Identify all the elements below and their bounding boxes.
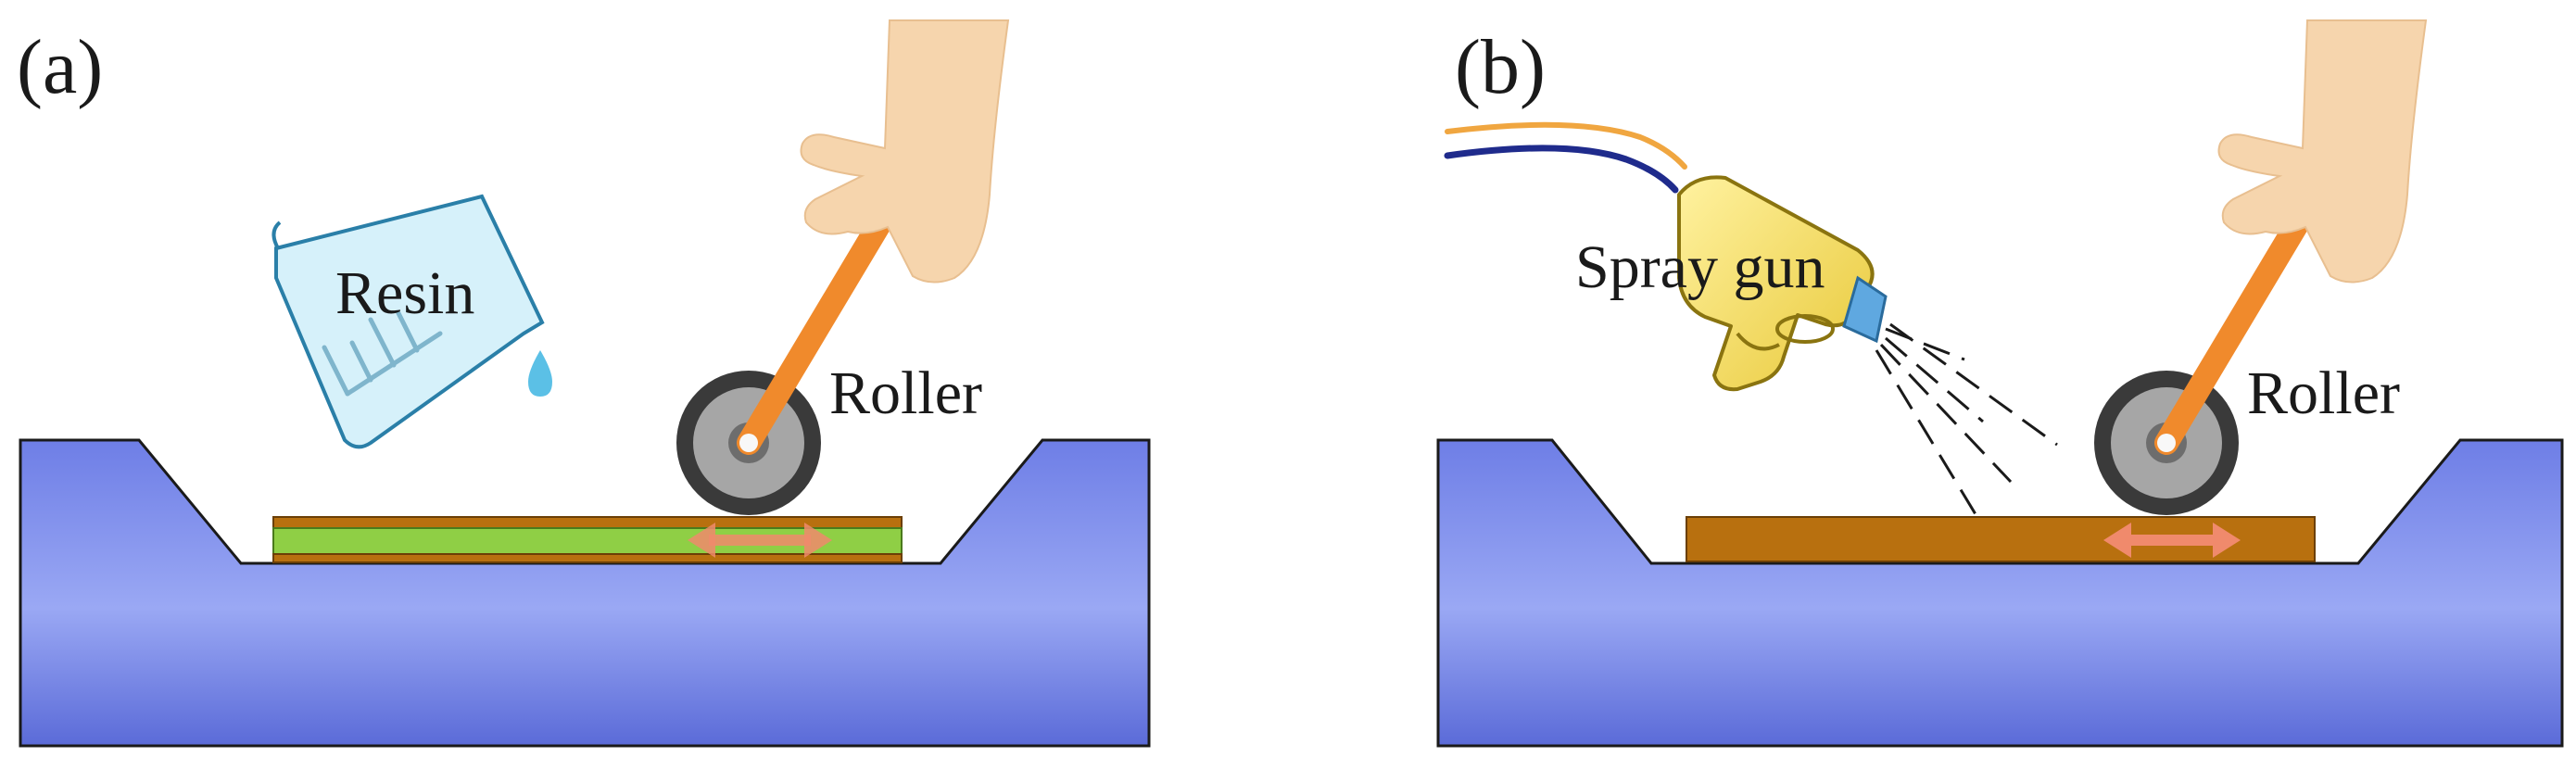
roller-icon: [2094, 203, 2315, 515]
mold-b: [1436, 438, 2564, 748]
beaker-icon: [271, 194, 545, 449]
double-arrow-icon: [2103, 523, 2241, 558]
panel-a: (a) Resin: [17, 19, 1151, 748]
spray-lines: [1875, 322, 2058, 520]
hose-icon: [1444, 121, 1687, 194]
roller-icon: [676, 203, 897, 515]
roller-label-a: Roller: [829, 359, 982, 427]
panel-b: (b) Spray gun: [1436, 19, 2564, 748]
hand-icon: [2217, 19, 2428, 284]
drop-icon: [528, 350, 552, 397]
hand-icon: [800, 19, 1010, 284]
panel-a-label: (a): [17, 24, 103, 110]
mold-a: [19, 438, 1151, 748]
panel-b-label: (b): [1455, 24, 1546, 110]
resin-label: Resin: [335, 259, 474, 327]
double-arrow-icon: [688, 523, 832, 558]
spray-gun-icon: [1677, 175, 1888, 392]
roller-label-b: Roller: [2247, 359, 2400, 427]
spray-gun-label: Spray gun: [1575, 233, 1825, 301]
